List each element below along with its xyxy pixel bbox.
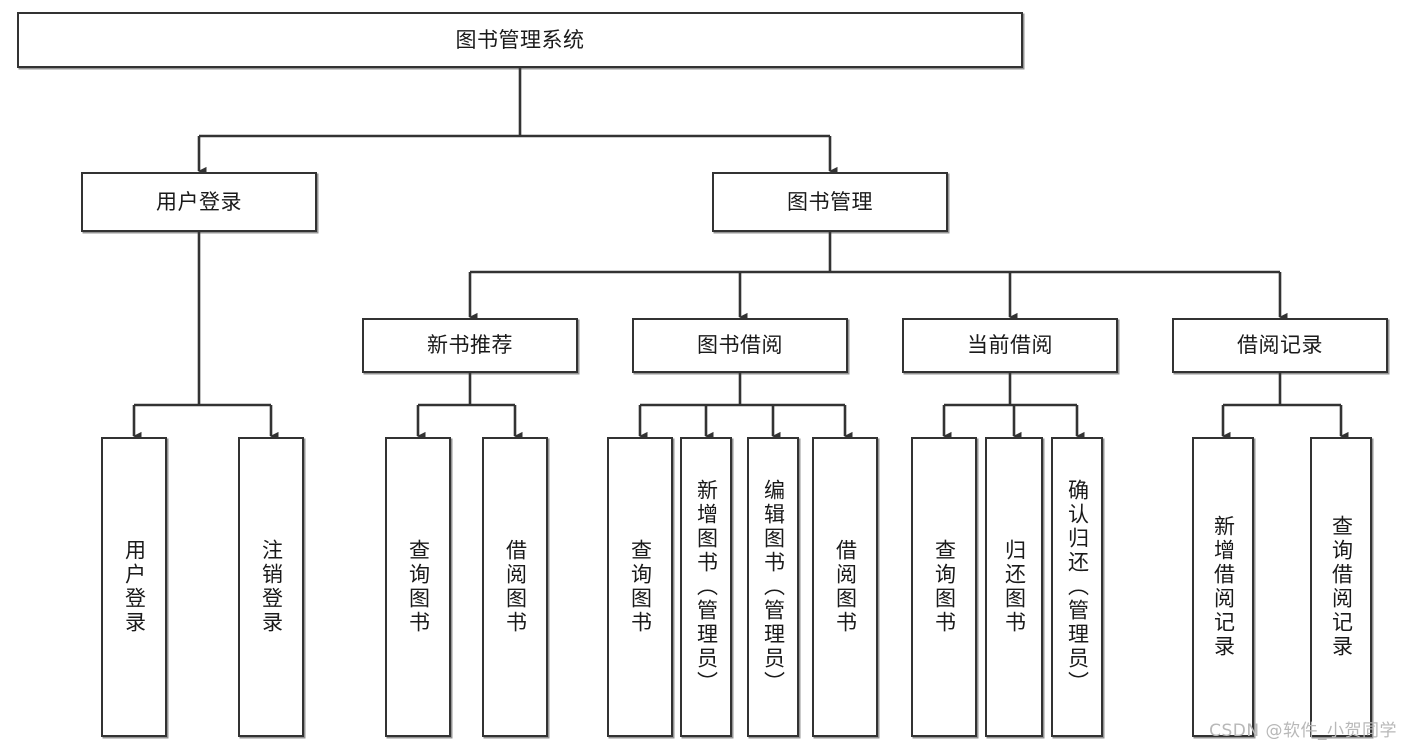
node-label: 归还图书 [1002, 539, 1027, 635]
node-label: 图书管理系统 [455, 27, 585, 52]
node-label: 新增借阅记录 [1211, 515, 1236, 659]
node-label: 当前借阅 [967, 333, 1053, 358]
node-l4-d3[interactable]: 确认归还（管理员） [1051, 437, 1103, 737]
node-l4-c1[interactable]: 查询图书 [607, 437, 673, 737]
node-label: 查询借阅记录 [1329, 515, 1354, 659]
node-l4-a2[interactable]: 注销登录 [238, 437, 304, 737]
node-l2-books[interactable]: 图书管理 [712, 172, 948, 232]
node-label: 图书管理 [787, 189, 873, 214]
node-l4-a1[interactable]: 用户登录 [101, 437, 167, 737]
node-label: 注销登录 [259, 539, 284, 635]
node-l3-borrow[interactable]: 图书借阅 [632, 318, 848, 373]
node-l4-e1[interactable]: 新增借阅记录 [1192, 437, 1254, 737]
node-label: 查询图书 [406, 539, 431, 635]
node-l4-d1[interactable]: 查询图书 [911, 437, 977, 737]
node-l3-current[interactable]: 当前借阅 [902, 318, 1118, 373]
node-label: 借阅记录 [1237, 333, 1323, 358]
node-l4-c2[interactable]: 新增图书（管理员） [680, 437, 732, 737]
node-l4-c4[interactable]: 借阅图书 [812, 437, 878, 737]
node-label: 编辑图书（管理员） [761, 479, 786, 695]
node-label: 查询图书 [628, 539, 653, 635]
watermark: CSDN @软件_小贺同学 [1209, 721, 1397, 741]
node-l3-new[interactable]: 新书推荐 [362, 318, 578, 373]
node-l3-record[interactable]: 借阅记录 [1172, 318, 1388, 373]
node-label: 用户登录 [156, 189, 242, 214]
node-l4-b2[interactable]: 借阅图书 [482, 437, 548, 737]
node-label: 确认归还（管理员） [1065, 479, 1090, 695]
node-l4-d2[interactable]: 归还图书 [985, 437, 1043, 737]
node-l4-c3[interactable]: 编辑图书（管理员） [747, 437, 799, 737]
node-label: 用户登录 [122, 539, 147, 635]
node-l4-b1[interactable]: 查询图书 [385, 437, 451, 737]
node-l4-e2[interactable]: 查询借阅记录 [1310, 437, 1372, 737]
node-label: 图书借阅 [697, 333, 783, 358]
node-label: 借阅图书 [503, 539, 528, 635]
node-label: 新增图书（管理员） [694, 479, 719, 695]
node-label: 查询图书 [932, 539, 957, 635]
node-l2-login[interactable]: 用户登录 [81, 172, 317, 232]
node-label: 新书推荐 [427, 333, 513, 358]
node-root[interactable]: 图书管理系统 [17, 12, 1023, 68]
node-label: 借阅图书 [833, 539, 858, 635]
